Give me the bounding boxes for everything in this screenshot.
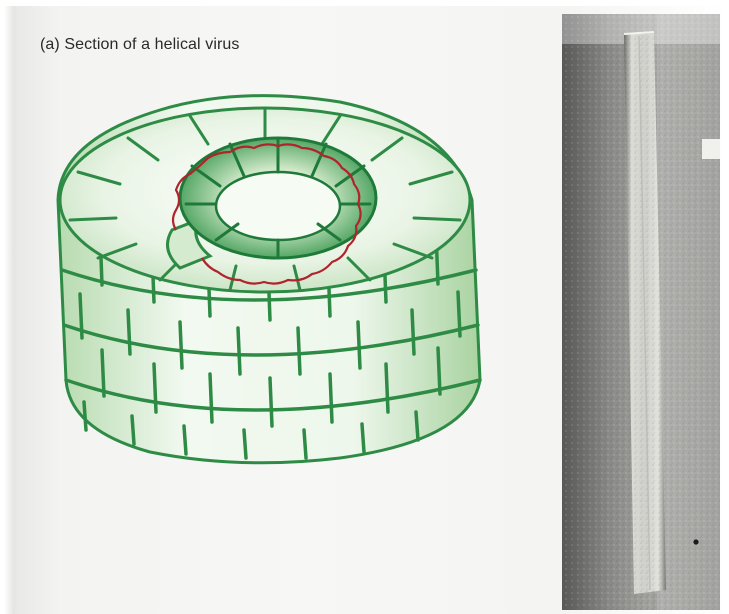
- figure-caption: (a) Section of a helical virus: [40, 36, 240, 54]
- scan-margin: [0, 0, 14, 614]
- scan-top-margin: [0, 0, 729, 6]
- electron-micrograph: [562, 14, 720, 610]
- helical-virus-illustration: [40, 80, 510, 470]
- micrograph-particle: [693, 539, 698, 544]
- micrograph-artifact: [702, 139, 720, 159]
